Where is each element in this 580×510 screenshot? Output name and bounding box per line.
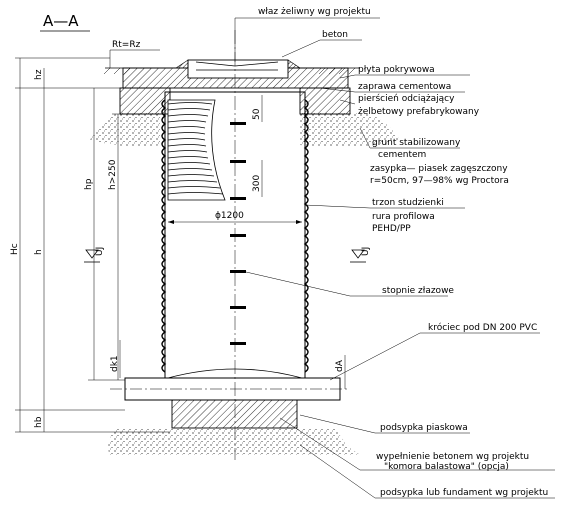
label-backfill-2: r=50cm, 97—98% wg Proctora <box>370 176 509 186</box>
label-backfill: zasypka— piasek zagęszczony <box>370 164 508 174</box>
label-stabilized-soil: grunt stabilizowany <box>372 138 461 148</box>
step-iron <box>230 342 246 345</box>
ballast-chamber <box>171 399 298 429</box>
label-relief-ring: pierścień odciążający <box>358 93 455 104</box>
label-shaft: trzon studzienki <box>372 198 444 208</box>
level-marker-left <box>84 249 100 263</box>
dim-hp: hp <box>84 178 94 190</box>
step-irons <box>230 122 246 345</box>
label-ballast-chamber: "komora balastowa" (opcja) <box>384 462 509 472</box>
dim-hz: hz <box>34 69 44 80</box>
label-inlet-stub: króciec pod DN 200 PVC <box>428 322 537 333</box>
diameter-label: ϕ1200 <box>215 211 244 221</box>
label-cement-mortar: zaprawa cementowa <box>358 82 451 92</box>
stabilized-soil-left <box>90 112 160 147</box>
left-dimension-lines <box>15 57 170 433</box>
label-concrete-fill: wypełnienie betonem wg projektu <box>376 452 529 462</box>
step-iron <box>230 197 246 200</box>
rt-label: Rt=Rz <box>112 40 141 50</box>
dim-hb: hb <box>34 416 44 428</box>
label-step-irons: stopnie złazowe <box>382 286 454 296</box>
step-iron <box>230 122 246 125</box>
label-sand-bedding: podsypka piaskowa <box>380 423 468 433</box>
relief-ring-right <box>299 87 351 115</box>
label-concrete: beton <box>322 30 348 40</box>
leaders <box>234 17 555 499</box>
concrete-collar <box>175 59 301 69</box>
label-foundation: podsypka lub fundament wg projektu <box>380 488 548 498</box>
section-title: A—A <box>43 12 79 30</box>
label-stabilized-soil-2: cementem <box>378 150 426 160</box>
step-iron <box>230 306 246 309</box>
stabilized-soil-right <box>300 113 400 147</box>
dim-h250: h>250 <box>108 159 118 190</box>
dim-50: 50 <box>252 108 262 120</box>
bottom-soil <box>108 428 360 455</box>
level-marker-right <box>350 249 366 263</box>
dim-300: 300 <box>252 175 262 192</box>
step-iron <box>230 234 246 237</box>
corrugation-rings <box>167 102 224 195</box>
label-manhole-cover: właz żeliwny wg projektu <box>258 7 371 17</box>
relief-ring-left <box>119 87 171 115</box>
label-relief-ring-type: żelbetowy prefabrykowany <box>358 107 480 117</box>
manhole-frame <box>187 59 289 79</box>
pipe-corrugation-right <box>303 99 309 373</box>
dim-hc: Hc <box>10 243 20 255</box>
label-cover-slab: płyta pokrywowa <box>358 65 435 75</box>
pipe-corrugation-left <box>161 99 167 373</box>
step-iron <box>230 270 246 273</box>
level-mark-right: UJ <box>361 247 371 256</box>
level-mark-left: UJ <box>95 247 105 256</box>
label-shaft-pipe: rura profilowa <box>372 212 435 222</box>
step-iron <box>230 160 246 163</box>
label-shaft-material: PEHD/PP <box>372 224 411 234</box>
dim-h: h <box>34 249 44 255</box>
dim-da: dA <box>335 359 345 372</box>
dim-dk1: dk1 <box>110 355 120 372</box>
